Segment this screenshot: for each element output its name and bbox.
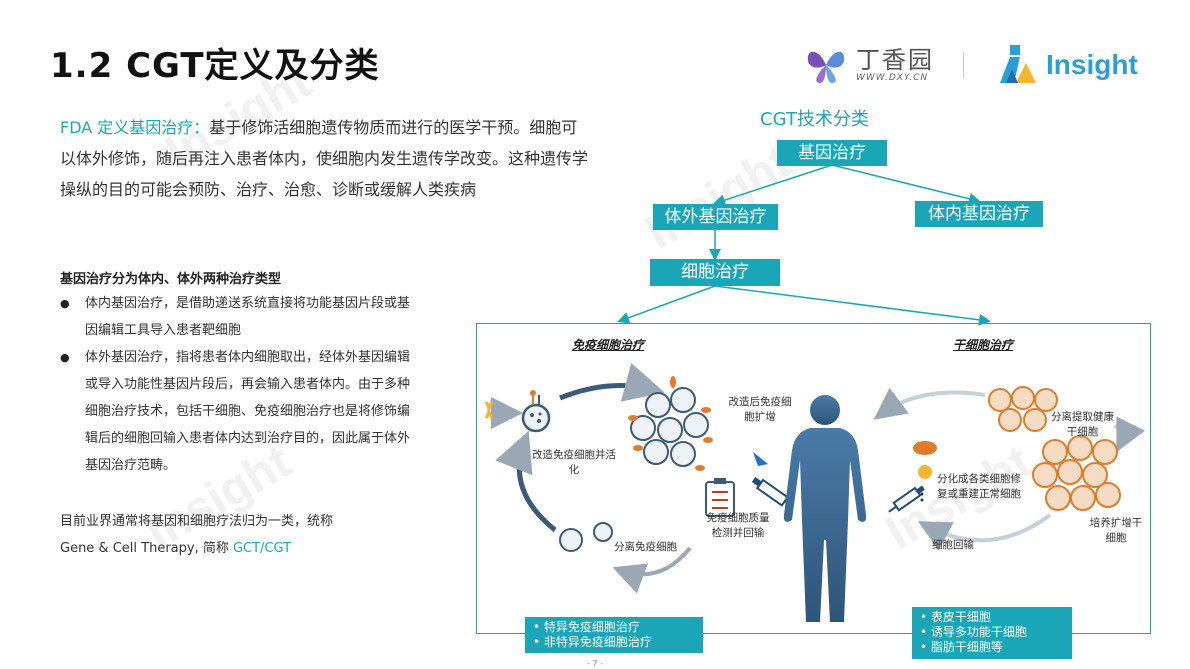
- modified-cell-icon: [521, 390, 551, 433]
- insight-logo-text: Insight: [1046, 49, 1138, 80]
- closing-text: 目前业界通常将基因和细胞疗法归为一类，统称 Gene & Cell Therap…: [60, 508, 420, 562]
- page-number: - 7 -: [587, 659, 603, 668]
- immune-types-box: 特异免疫细胞治疗 非特异免疫细胞治疗: [525, 617, 703, 653]
- insight-logo: Insight: [996, 40, 1138, 90]
- label-reinfuse: 细胞回输: [932, 539, 974, 551]
- stem-cycle-illustration: [888, 386, 1121, 513]
- dna-icon: [484, 401, 494, 419]
- fda-definition-text: 基于修饰活细胞遗传物质而进行的医学干预。细胞可以体外修饰，随后再注入患者体内，使…: [60, 118, 589, 199]
- logo-divider: [963, 52, 964, 78]
- list-item: 脂肪干细胞等: [920, 640, 1064, 655]
- fda-definition-label: FDA 定义基因治疗：: [60, 118, 210, 137]
- closing-line-2: Gene & Cell Therapy, 简称: [60, 541, 233, 556]
- label-extract: 分离提取健康干细胞: [1051, 411, 1114, 438]
- diagram-title: CGT技术分类: [760, 109, 869, 130]
- label-expand: 改造后免疫细胞扩增: [728, 396, 792, 423]
- differentiated-cells-icon: [913, 441, 937, 502]
- label-qc: 免疫细胞质量检测并回输: [706, 512, 770, 539]
- ex-vivo-box: 体外基因治疗: [653, 204, 778, 230]
- syringe-icon: [888, 485, 925, 513]
- human-figure-icon: [783, 395, 867, 622]
- dxy-logo: 丁香园 WWW.DXY.CN: [804, 40, 934, 90]
- expanded-cells-icon: [630, 387, 709, 467]
- list-item: 体外基因治疗，指将患者体内细胞取出，经体外基因编辑或导入功能性基因片段后，再会输…: [60, 344, 410, 479]
- closing-line-1: 目前业界通常将基因和细胞疗法归为一类，统称: [60, 514, 334, 529]
- in-vivo-box: 体内基因治疗: [915, 201, 1043, 227]
- fda-definition: FDA 定义基因治疗：基于修饰活细胞遗传物质而进行的医学干预。细胞可以体外修饰，…: [60, 112, 590, 205]
- butterfly-icon: [807, 51, 845, 83]
- section-heading: 基因治疗分为体内、体外两种治疗类型: [60, 272, 282, 287]
- page-title: 1.2 CGT定义及分类: [50, 46, 380, 86]
- separated-cells-icon: [559, 522, 613, 552]
- dxy-logo-text: 丁香园: [856, 46, 934, 74]
- list-item: 体内基因治疗，是借助递送系统直接将功能基因片段或基因编辑工具导入患者靶细胞: [60, 290, 410, 344]
- list-item: 诱导多功能干细胞: [920, 625, 1064, 640]
- stem-therapy-title: 干细胞治疗: [953, 338, 1014, 352]
- label-activate: 改造免疫细胞并活化: [532, 449, 616, 476]
- insight-logo-icon: [1000, 45, 1036, 83]
- gct-cgt-abbrev: GCT/CGT: [232, 541, 292, 556]
- therapy-types-list: 体内基因治疗，是借助递送系统直接将功能基因片段或基因编辑工具导入患者靶细胞 体外…: [60, 290, 410, 479]
- cell-therapy-panel: [476, 323, 1151, 634]
- gene-therapy-box: 基因治疗: [777, 140, 887, 166]
- immune-therapy-title: 免疫细胞治疗: [572, 338, 645, 352]
- dxy-logo-url: WWW.DXY.CN: [856, 73, 929, 83]
- clipboard-icon: [705, 478, 735, 517]
- immune-cycle-illustration: [484, 376, 794, 552]
- stem-types-box: 表皮干细胞 诱导多功能干细胞 脂肪干细胞等: [912, 607, 1072, 659]
- cell-therapy-box: 细胞治疗: [650, 259, 780, 286]
- list-item: 特异免疫细胞治疗: [533, 620, 695, 635]
- label-culture: 培养扩增干细胞: [1089, 517, 1143, 544]
- stem-cells-top-icon: [988, 386, 1058, 432]
- label-separate: 分离免疫细胞: [614, 541, 677, 553]
- list-item: 表皮干细胞: [920, 610, 1064, 625]
- label-differentiate: 分化成各类细胞修复或重建正常细胞: [937, 473, 1021, 500]
- stem-cells-cluster-icon: [1032, 435, 1121, 511]
- list-item: 非特异免疫细胞治疗: [533, 635, 695, 650]
